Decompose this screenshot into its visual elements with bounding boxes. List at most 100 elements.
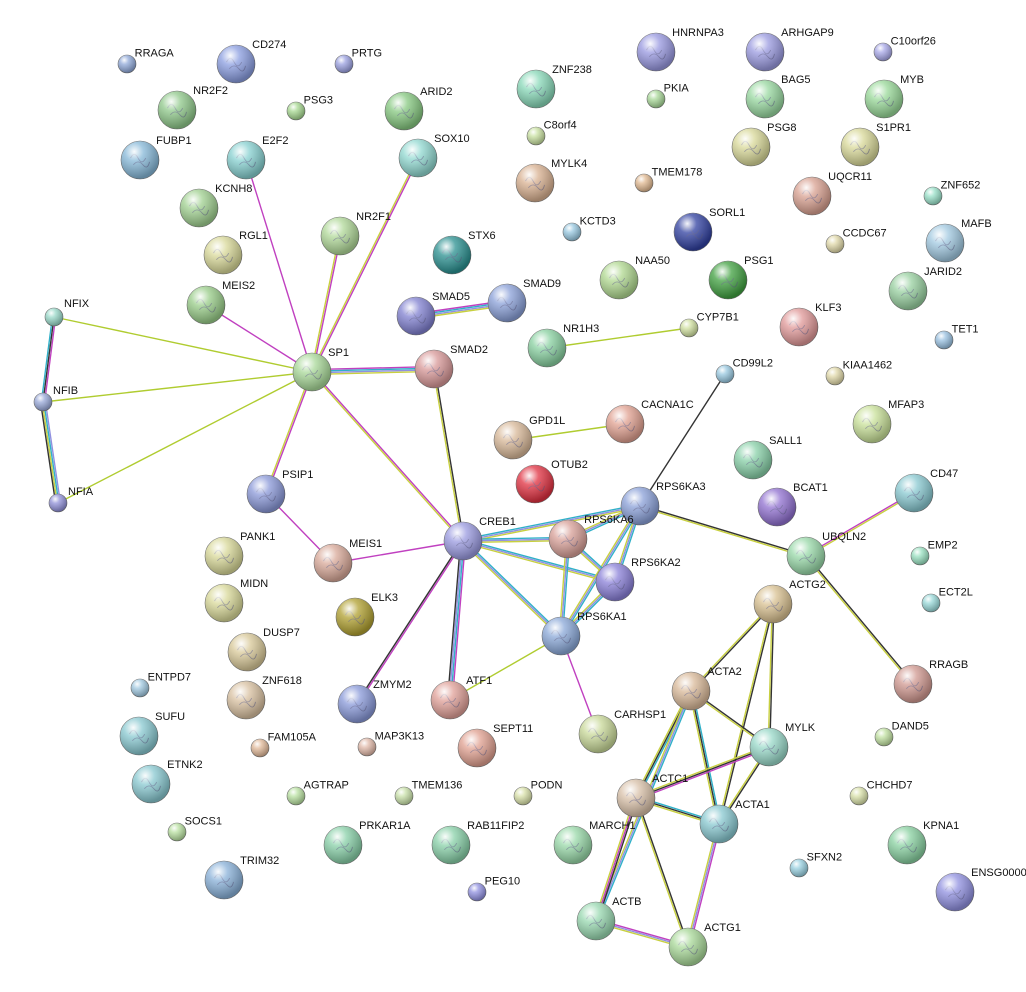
node-rps6ka3[interactable]: RPS6KA3 bbox=[620, 481, 706, 526]
node-klf3[interactable]: KLF3 bbox=[779, 302, 841, 347]
node-actb[interactable]: ACTB bbox=[576, 896, 641, 941]
node-rgl1[interactable]: RGL1 bbox=[203, 230, 268, 275]
node-prtg[interactable]: PRTG bbox=[334, 47, 382, 74]
node-cacna1c[interactable]: CACNA1C bbox=[605, 399, 694, 444]
node-c8orf4[interactable]: C8orf4 bbox=[526, 119, 577, 146]
node-rab11fip2[interactable]: RAB11FIP2 bbox=[431, 820, 524, 865]
node-rps6ka6[interactable]: RPS6KA6 bbox=[548, 514, 634, 559]
node-ccdc67[interactable]: CCDC67 bbox=[825, 227, 887, 254]
node-cyp7b1[interactable]: CYP7B1 bbox=[679, 311, 739, 338]
node-nfia[interactable]: NFIA bbox=[48, 486, 94, 513]
node-sept11[interactable]: SEPT11 bbox=[457, 723, 533, 768]
node-nfix[interactable]: NFIX bbox=[44, 298, 90, 327]
node-meis2[interactable]: MEIS2 bbox=[186, 280, 255, 325]
node-tet1[interactable]: TET1 bbox=[934, 323, 979, 350]
node-dand5[interactable]: DAND5 bbox=[874, 720, 929, 747]
node-psg1[interactable]: PSG1 bbox=[708, 255, 774, 300]
node-sp1[interactable]: SP1 bbox=[292, 347, 349, 392]
node-cd274[interactable]: CD274 bbox=[216, 39, 286, 84]
node-socs1[interactable]: SOCS1 bbox=[167, 815, 222, 842]
node-actg2[interactable]: ACTG2 bbox=[753, 579, 826, 624]
node-kcnh8[interactable]: KCNH8 bbox=[179, 183, 252, 228]
node-acta2[interactable]: ACTA2 bbox=[671, 666, 742, 711]
node-zmym2[interactable]: ZMYM2 bbox=[337, 679, 412, 724]
node-entpd7[interactable]: ENTPD7 bbox=[130, 671, 191, 698]
node-creb1[interactable]: CREB1 bbox=[443, 516, 516, 561]
node-nr2f1[interactable]: NR2F1 bbox=[320, 211, 391, 256]
node-kpna1[interactable]: KPNA1 bbox=[887, 820, 959, 865]
node-mafb[interactable]: MAFB bbox=[925, 218, 992, 263]
node-rraga[interactable]: RRAGA bbox=[117, 47, 174, 74]
node-psg3[interactable]: PSG3 bbox=[286, 94, 333, 121]
node-znf618[interactable]: ZNF618 bbox=[226, 675, 302, 720]
node-pank1[interactable]: PANK1 bbox=[204, 531, 275, 576]
node-agtrap[interactable]: AGTRAP bbox=[286, 779, 349, 806]
node-znf652[interactable]: ZNF652 bbox=[923, 179, 980, 206]
node-rps6ka2[interactable]: RPS6KA2 bbox=[595, 557, 681, 602]
node-march1[interactable]: MARCH1 bbox=[553, 820, 636, 865]
node-s1pr1[interactable]: S1PR1 bbox=[840, 122, 911, 167]
node-sox10[interactable]: SOX10 bbox=[398, 133, 470, 178]
node-podn[interactable]: PODN bbox=[513, 779, 562, 806]
node-otub2[interactable]: OTUB2 bbox=[515, 459, 588, 504]
node-c10orf26[interactable]: C10orf26 bbox=[873, 35, 936, 62]
node-meis1[interactable]: MEIS1 bbox=[313, 538, 382, 583]
node-carhsp1[interactable]: CARHSP1 bbox=[578, 709, 666, 754]
node-psg8[interactable]: PSG8 bbox=[731, 122, 797, 167]
node-bcat1[interactable]: BCAT1 bbox=[757, 482, 828, 527]
node-tmem136[interactable]: TMEM136 bbox=[394, 779, 462, 806]
node-actg1[interactable]: ACTG1 bbox=[668, 922, 741, 967]
node-dusp7[interactable]: DUSP7 bbox=[227, 627, 300, 672]
node-mylk4[interactable]: MYLK4 bbox=[515, 158, 587, 203]
node-ensg0000[interactable]: ENSG0000 bbox=[935, 867, 1026, 912]
node-stx6[interactable]: STX6 bbox=[432, 230, 496, 275]
node-sufu[interactable]: SUFU bbox=[119, 711, 185, 756]
node-rragb[interactable]: RRAGB bbox=[893, 659, 968, 704]
node-bag5[interactable]: BAG5 bbox=[745, 74, 811, 119]
node-acta1[interactable]: ACTA1 bbox=[699, 799, 770, 844]
node-pkia[interactable]: PKIA bbox=[646, 82, 689, 109]
node-prkar1a[interactable]: PRKAR1A bbox=[323, 820, 411, 865]
node-psip1[interactable]: PSIP1 bbox=[246, 469, 313, 514]
node-cd99l2[interactable]: CD99L2 bbox=[715, 357, 773, 384]
node-nfib[interactable]: NFIB bbox=[33, 385, 78, 412]
node-ect2l[interactable]: ECT2L bbox=[921, 586, 973, 613]
node-jarid2[interactable]: JARID2 bbox=[888, 266, 962, 311]
node-smad5[interactable]: SMAD5 bbox=[396, 291, 470, 336]
node-kctd3[interactable]: KCTD3 bbox=[562, 215, 616, 242]
node-mfap3[interactable]: MFAP3 bbox=[852, 399, 924, 444]
node-smad2[interactable]: SMAD2 bbox=[414, 344, 488, 389]
node-myb[interactable]: MYB bbox=[864, 74, 924, 119]
node-emp2[interactable]: EMP2 bbox=[910, 539, 958, 566]
node-cd47[interactable]: CD47 bbox=[894, 468, 958, 513]
node-peg10[interactable]: PEG10 bbox=[467, 875, 520, 902]
node-uqcr11[interactable]: UQCR11 bbox=[792, 171, 872, 216]
node-etnk2[interactable]: ETNK2 bbox=[131, 759, 203, 804]
node-sorl1[interactable]: SORL1 bbox=[673, 207, 745, 252]
node-nr2f2[interactable]: NR2F2 bbox=[157, 85, 228, 130]
node-fubp1[interactable]: FUBP1 bbox=[120, 135, 192, 180]
node-arhgap9[interactable]: ARHGAP9 bbox=[745, 27, 834, 72]
node-rps6ka1[interactable]: RPS6KA1 bbox=[541, 611, 627, 656]
node-fam105a[interactable]: FAM105A bbox=[250, 731, 317, 758]
node-chchd7[interactable]: CHCHD7 bbox=[849, 779, 912, 806]
node-atf1[interactable]: ATF1 bbox=[430, 675, 492, 720]
node-nr1h3[interactable]: NR1H3 bbox=[527, 323, 599, 368]
node-sfxn2[interactable]: SFXN2 bbox=[789, 851, 842, 878]
node-tmem178[interactable]: TMEM178 bbox=[634, 166, 702, 193]
node-kiaa1462[interactable]: KIAA1462 bbox=[825, 359, 892, 386]
node-midn[interactable]: MIDN bbox=[204, 578, 268, 623]
node-gpd1l[interactable]: GPD1L bbox=[493, 415, 565, 460]
node-e2f2[interactable]: E2F2 bbox=[226, 135, 288, 180]
node-naa50[interactable]: NAA50 bbox=[599, 255, 670, 300]
node-hnrnpa3[interactable]: HNRNPA3 bbox=[636, 27, 724, 72]
node-actc1[interactable]: ACTC1 bbox=[616, 773, 688, 818]
node-mylk[interactable]: MYLK bbox=[749, 722, 816, 767]
node-arid2[interactable]: ARID2 bbox=[384, 86, 453, 131]
node-znf238[interactable]: ZNF238 bbox=[516, 64, 592, 109]
node-elk3[interactable]: ELK3 bbox=[335, 592, 398, 637]
node-smad9[interactable]: SMAD9 bbox=[487, 278, 561, 323]
node-trim32[interactable]: TRIM32 bbox=[204, 855, 279, 900]
node-sall1[interactable]: SALL1 bbox=[733, 435, 802, 480]
node-map3k13[interactable]: MAP3K13 bbox=[357, 730, 424, 757]
